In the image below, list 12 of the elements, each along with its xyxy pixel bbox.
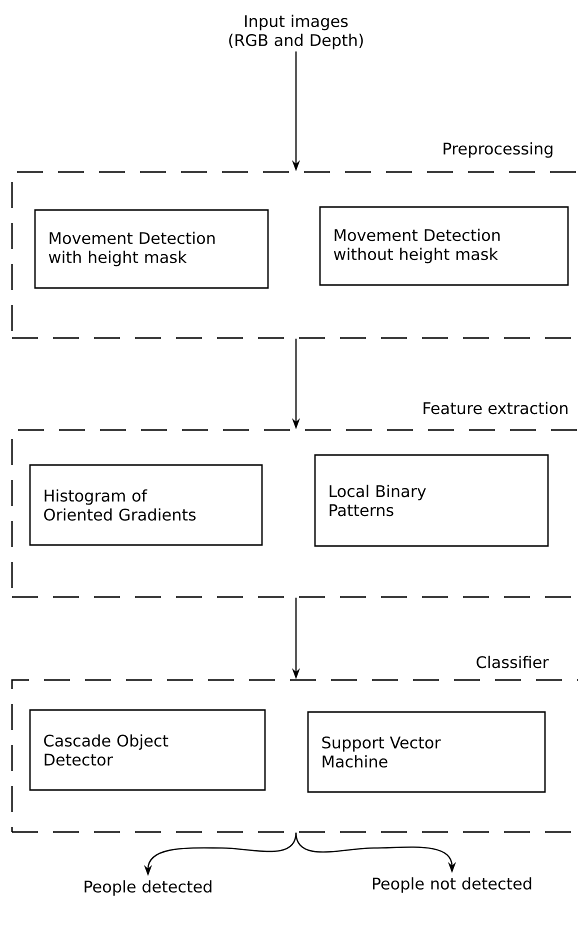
process-box: Movement Detection without height mask (319, 206, 569, 286)
process-box: Movement Detection with height mask (34, 209, 269, 289)
group-heading: Preprocessing (444, 142, 552, 158)
process-box: Local Binary Patterns (314, 454, 549, 547)
group-heading: Feature extraction (424, 402, 568, 414)
text-label: People detected (84, 880, 212, 896)
process-box: Support Vector Machine (307, 711, 546, 793)
text-label: People not detected (372, 877, 532, 893)
text-label: Input images (RGB and Depth) (229, 14, 363, 50)
process-box: Cascade Object Detector (29, 709, 266, 791)
group-heading: Classifier (476, 656, 549, 668)
process-box: Histogram of Oriented Gradients (29, 464, 263, 546)
